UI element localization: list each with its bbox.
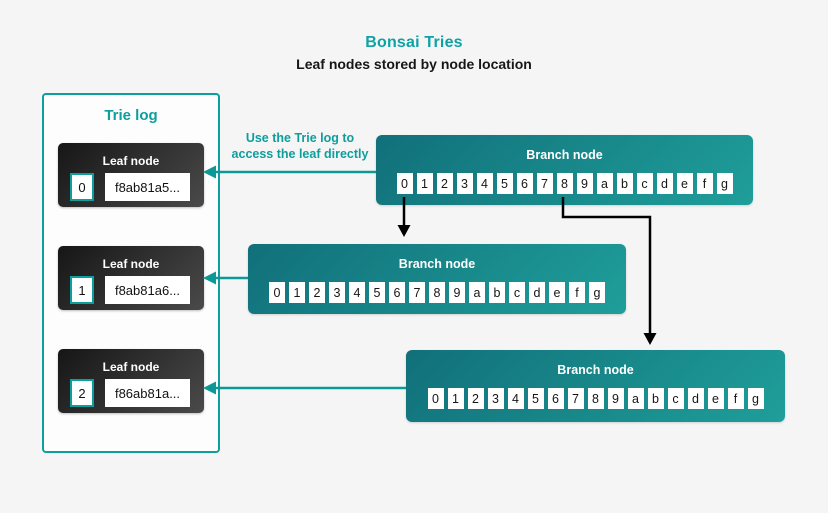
leaf-node-row: 2 f86ab81a... [58, 379, 204, 407]
branch-cell: e [676, 173, 693, 194]
branch-cell: f [569, 282, 585, 303]
branch-cell: 4 [349, 282, 365, 303]
branch-cell-row: 0 1 2 3 4 5 6 7 8 9 a b c d e f g [406, 388, 785, 409]
branch-node-label: Branch node [557, 363, 634, 377]
branch-cell: 0 [396, 173, 413, 194]
branch-cell: 3 [456, 173, 473, 194]
branch-cell: 1 [416, 173, 433, 194]
branch-cell: d [529, 282, 545, 303]
leaf-index-badge: 0 [70, 173, 94, 201]
branch-cell: g [747, 388, 764, 409]
leaf-hash-value: f8ab81a5... [105, 173, 190, 201]
branch-cell: a [469, 282, 485, 303]
branch-node-2: Branch node 0 1 2 3 4 5 6 7 8 9 a b c d … [248, 244, 626, 314]
branch-cell: f [696, 173, 713, 194]
leaf-index-badge: 1 [70, 276, 94, 304]
branch-cell: 6 [516, 173, 533, 194]
trie-log-title: Trie log [104, 107, 158, 124]
branch-cell: 1 [447, 388, 464, 409]
branch-cell: b [489, 282, 505, 303]
branch-cell: a [627, 388, 644, 409]
branch-cell: c [667, 388, 684, 409]
page-subtitle: Leaf nodes stored by node location [296, 56, 532, 72]
branch-cell: f [727, 388, 744, 409]
page-title: Bonsai Tries [365, 34, 463, 51]
leaf-index-badge: 2 [70, 379, 94, 407]
branch-cell: 2 [309, 282, 325, 303]
branch-cell: 8 [556, 173, 573, 194]
branch-cell: a [596, 173, 613, 194]
branch-cell: 5 [496, 173, 513, 194]
leaf-node-0: Leaf node 0 f8ab81a5... [58, 143, 204, 207]
branch-cell: 5 [369, 282, 385, 303]
branch-cell-row: 0 1 2 3 4 5 6 7 8 9 a b c d e f g [376, 173, 753, 194]
trie-log-panel: Trie log Leaf node 0 f8ab81a5... Leaf no… [42, 93, 220, 453]
branch-cell: b [647, 388, 664, 409]
leaf-node-row: 0 f8ab81a5... [58, 173, 204, 201]
branch-cell: 4 [476, 173, 493, 194]
branch-cell: 9 [576, 173, 593, 194]
leaf-node-1: Leaf node 1 f8ab81a6... [58, 246, 204, 310]
leaf-hash-value: f8ab81a6... [105, 276, 190, 304]
branch-cell: 1 [289, 282, 305, 303]
branch-cell: 7 [536, 173, 553, 194]
branch-cell: 3 [487, 388, 504, 409]
branch-cell: d [656, 173, 673, 194]
branch-cell: 0 [427, 388, 444, 409]
diagram-header: Bonsai Tries Leaf nodes stored by node l… [0, 34, 828, 72]
annotation-line-2: access the leaf directly [231, 146, 369, 161]
leaf-node-label: Leaf node [102, 257, 160, 271]
arrow-branch3-to-leaf2 [203, 381, 406, 395]
branch-cell: 8 [587, 388, 604, 409]
branch-cell: 2 [467, 388, 484, 409]
branch-node-3: Branch node 0 1 2 3 4 5 6 7 8 9 a b c d … [406, 350, 785, 422]
branch-cell: 9 [449, 282, 465, 303]
branch-cell: 3 [329, 282, 345, 303]
branch-cell: 7 [567, 388, 584, 409]
leaf-node-label: Leaf node [102, 154, 160, 168]
branch-cell: e [707, 388, 724, 409]
branch-cell: 2 [436, 173, 453, 194]
branch-cell: 0 [269, 282, 285, 303]
branch-node-1: Branch node 0 1 2 3 4 5 6 7 8 9 a b c d … [376, 135, 753, 205]
leaf-node-row: 1 f8ab81a6... [58, 276, 204, 304]
branch-cell: 6 [389, 282, 405, 303]
branch-cell: d [687, 388, 704, 409]
trie-log-annotation: Use the Trie log to access the leaf dire… [220, 131, 380, 162]
branch-node-label: Branch node [526, 148, 603, 162]
branch-cell: 9 [607, 388, 624, 409]
annotation-line-1: Use the Trie log to [245, 131, 355, 145]
branch-cell: e [549, 282, 565, 303]
branch-cell: 7 [409, 282, 425, 303]
leaf-hash-value: f86ab81a... [105, 379, 190, 407]
branch-cell-row: 0 1 2 3 4 5 6 7 8 9 a b c d e f g [248, 282, 626, 303]
branch-cell: g [589, 282, 605, 303]
branch-cell: c [636, 173, 653, 194]
leaf-node-2: Leaf node 2 f86ab81a... [58, 349, 204, 413]
branch-cell: 8 [429, 282, 445, 303]
branch-cell: c [509, 282, 525, 303]
leaf-node-label: Leaf node [102, 360, 160, 374]
branch-node-label: Branch node [398, 257, 476, 271]
branch-cell: 4 [507, 388, 524, 409]
branch-cell: 6 [547, 388, 564, 409]
branch-cell: g [716, 173, 733, 194]
arrow-branch1-to-leaf0 [203, 165, 376, 179]
branch-cell: b [616, 173, 633, 194]
branch-cell: 5 [527, 388, 544, 409]
